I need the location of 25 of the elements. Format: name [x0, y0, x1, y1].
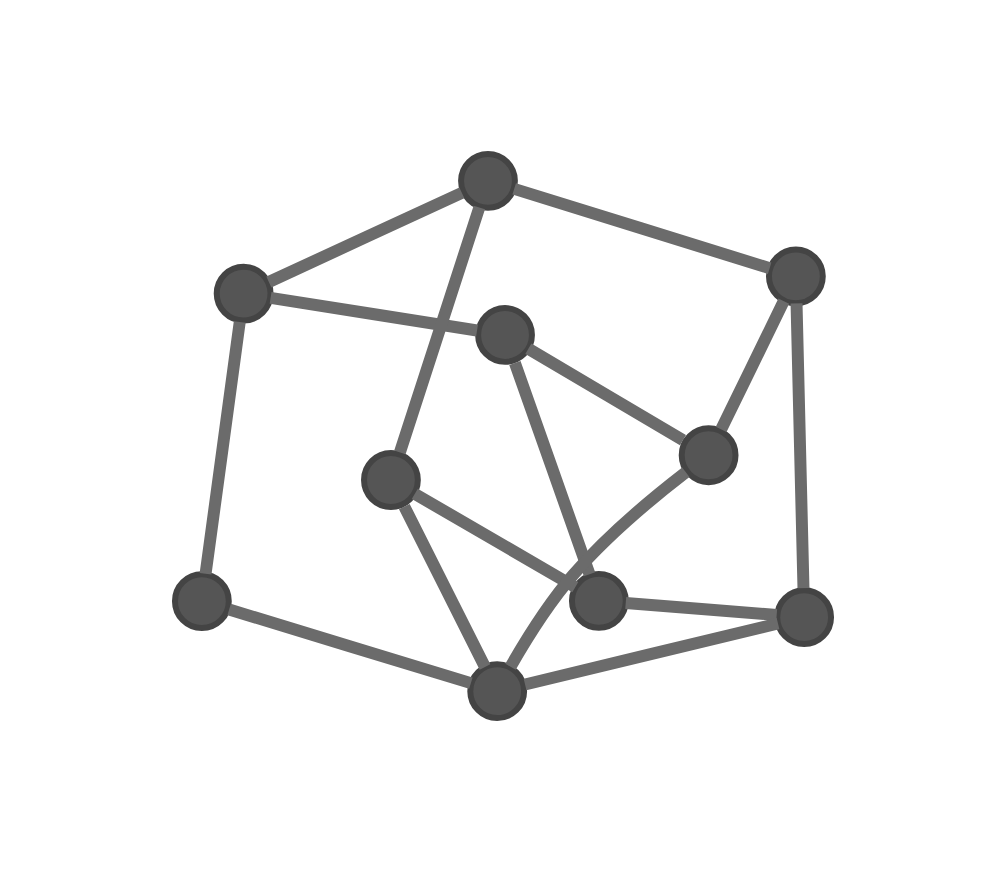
node-circle	[475, 304, 535, 364]
connector	[625, 596, 778, 620]
node-circle	[361, 449, 421, 509]
node-circle	[678, 424, 739, 485]
connector	[398, 502, 491, 669]
connector	[269, 290, 478, 336]
connector	[523, 616, 780, 690]
connector	[715, 297, 790, 432]
connector	[394, 204, 485, 454]
node-circle	[458, 149, 518, 210]
node-circle	[568, 569, 629, 630]
connector	[199, 320, 246, 574]
connector	[227, 602, 473, 688]
connector	[411, 487, 579, 592]
node-circle	[467, 660, 528, 721]
connector	[509, 359, 596, 576]
node-circle	[171, 570, 232, 631]
connector	[266, 186, 465, 287]
node-circle	[774, 586, 835, 647]
connector	[790, 302, 810, 588]
connector	[525, 342, 686, 445]
connector	[512, 182, 772, 273]
node-circle	[213, 262, 274, 323]
connector	[505, 466, 690, 669]
node-circle	[765, 245, 826, 306]
